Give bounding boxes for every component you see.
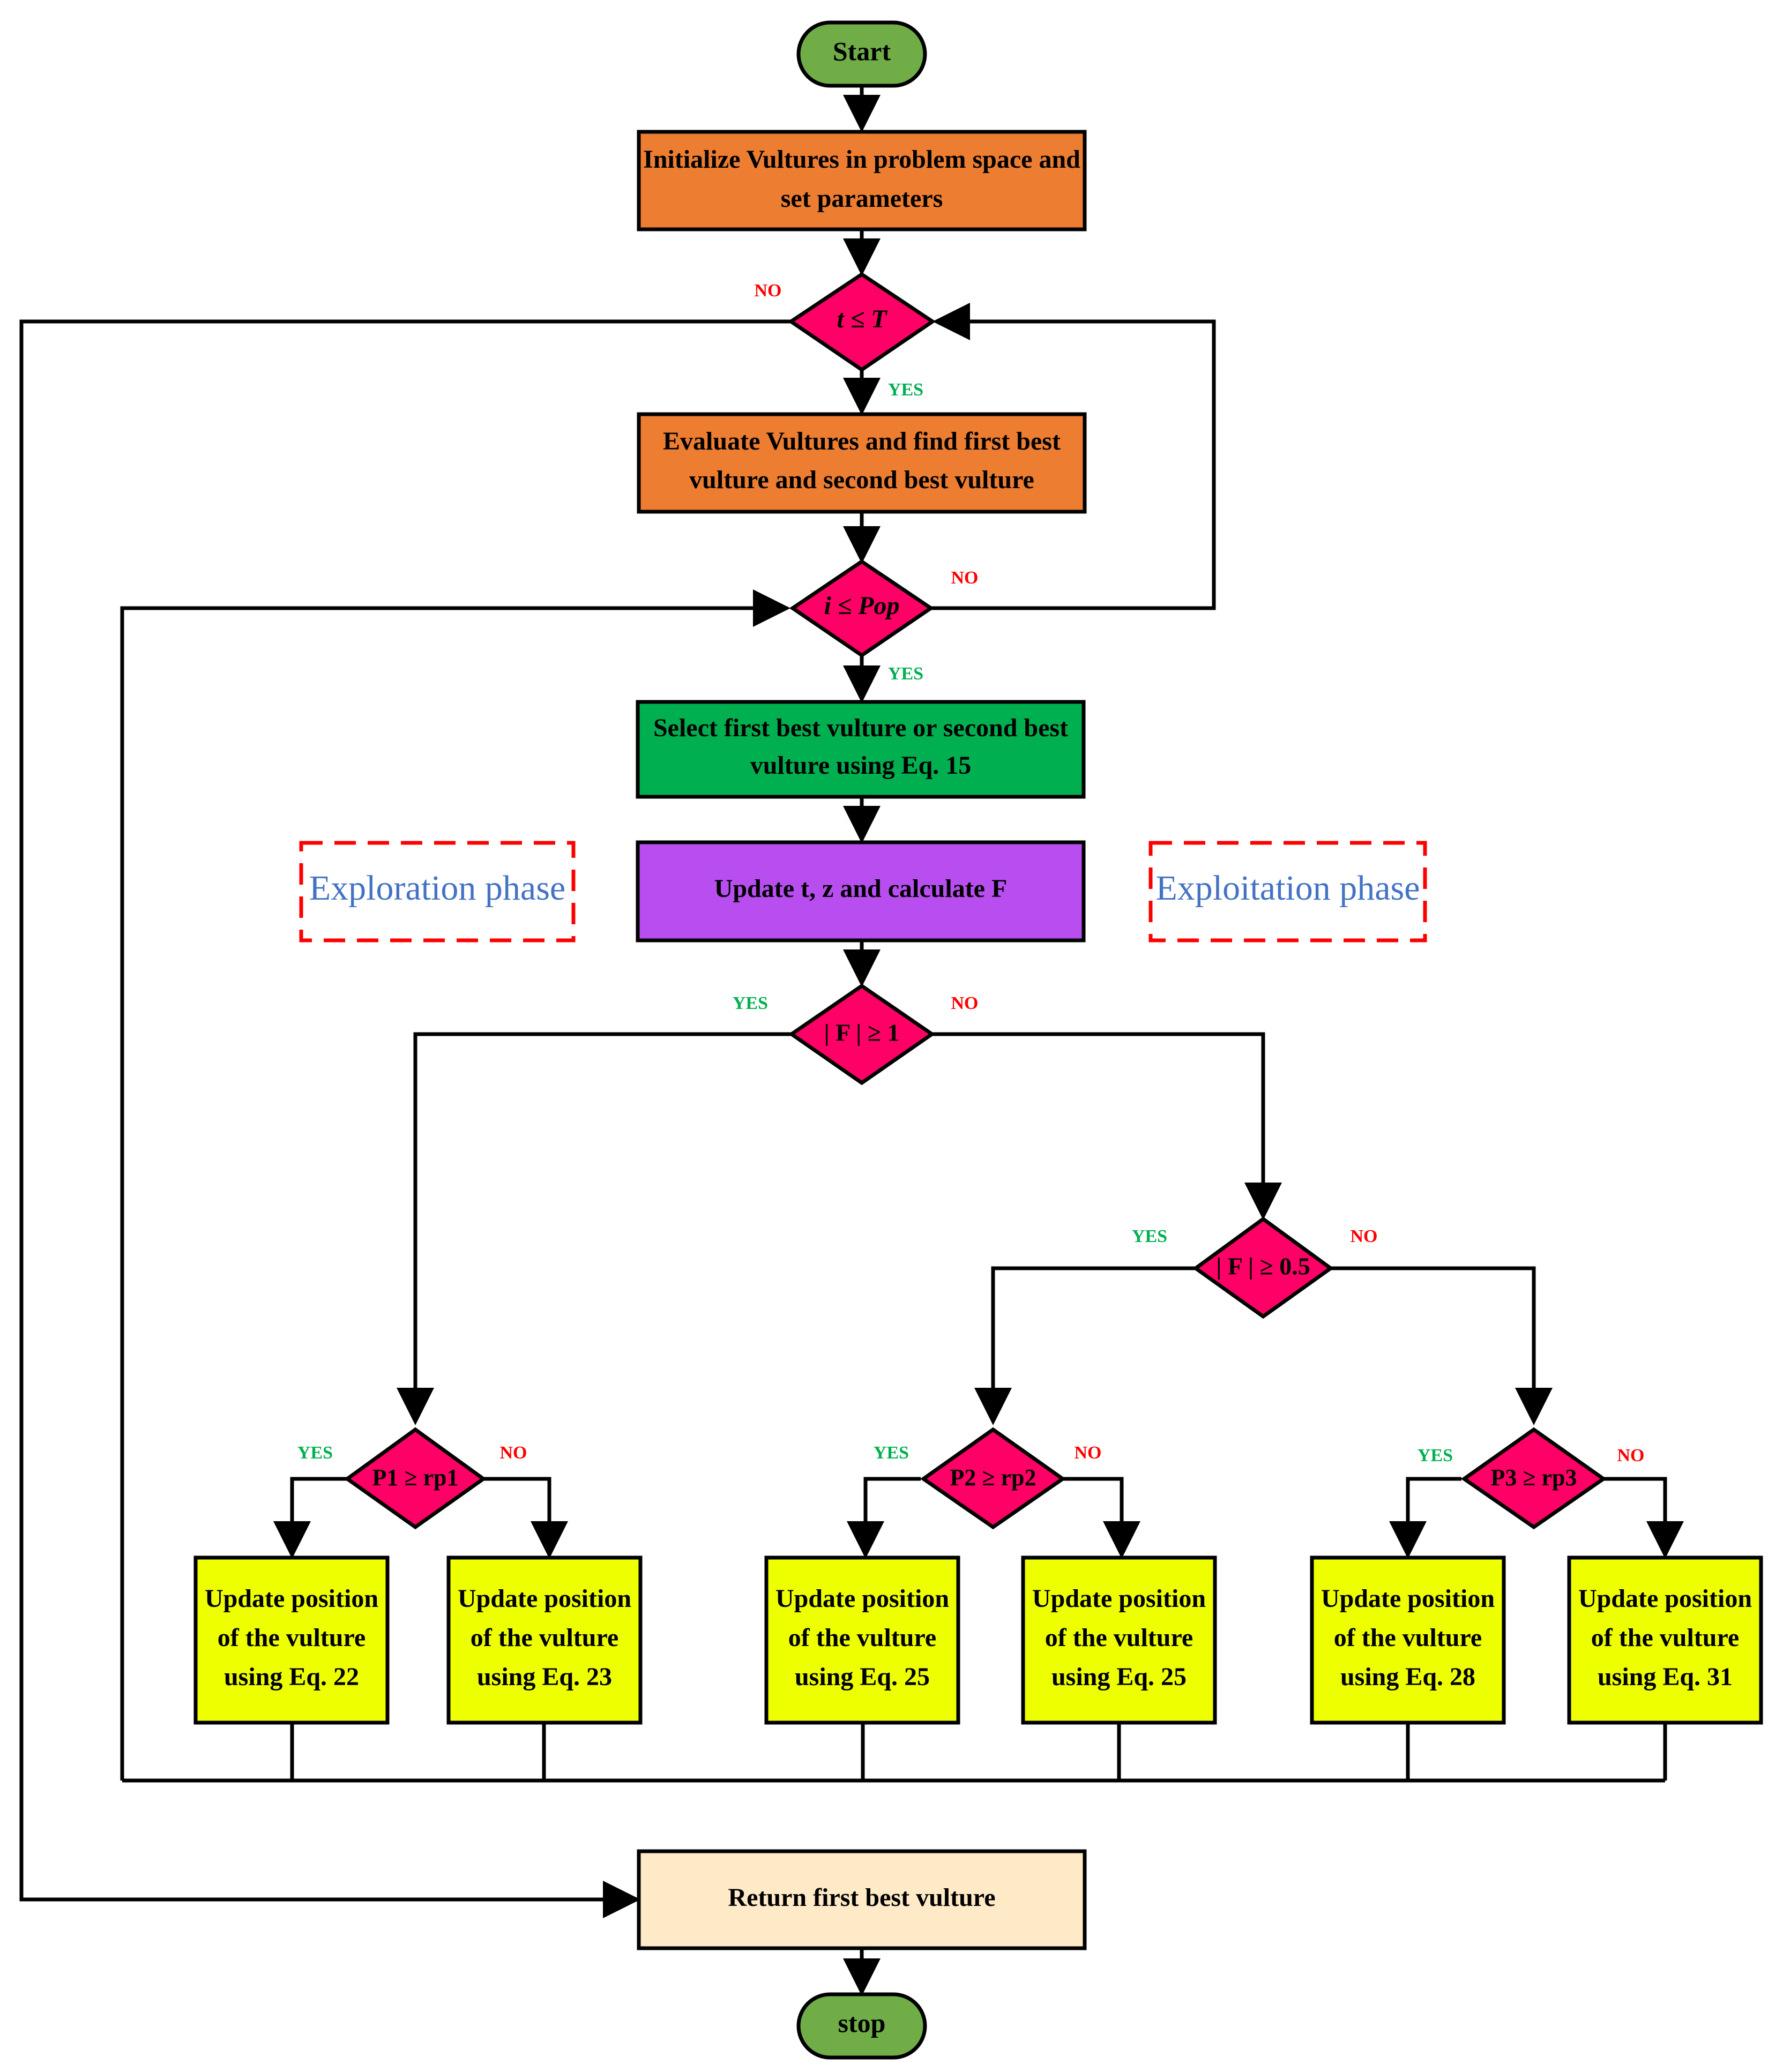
start-terminal: Start [796,20,927,88]
update-eq31-box: Update position of the vulture using Eq.… [1567,1555,1763,1725]
cond-f1-decision: | F | ≥ 1 [788,983,936,1086]
yes-label-cond-p2: YES [874,1443,909,1463]
arrow-cond-pop-no-to-cond-t [931,303,1216,610]
cond-p3-label: P3 ≥ rp3 [1490,1464,1577,1491]
cond-pop-decision: i ≤ Pop [789,559,935,658]
update-eq25b-box: Update position of the vulture using Eq.… [1021,1555,1217,1725]
exploitation-phase-box: Exploitation phase [1148,841,1427,943]
eq25a-line-3: using Eq. 25 [795,1663,930,1691]
cond-p1-label: P1 ≥ rp1 [372,1464,458,1491]
connectors [19,86,1684,1996]
arrow-p3-no-to-eq31 [1603,1477,1684,1559]
init-line-1: Initialize Vultures in problem space and [643,145,1080,174]
eq22-line-3: using Eq. 22 [224,1663,359,1691]
select-line-2: vulture using Eq. 15 [750,751,972,780]
select-box: Select first best vulture or second best… [636,700,1086,799]
cond-f05-decision: | F | ≥ 0.5 [1192,1216,1334,1319]
no-label-cond-pop: NO [951,568,979,588]
cond-p2-decision: P2 ≥ rp2 [920,1427,1066,1530]
eq22-line-1: Update position [205,1584,378,1613]
no-label-cond-p2: NO [1075,1443,1102,1463]
arrow-p1-no-to-eq23 [483,1477,568,1559]
evaluate-box: Evaluate Vultures and find first best vu… [637,412,1087,514]
select-line-1: Select first best vulture or second best [653,714,1068,742]
update-eq25a-box: Update position of the vulture using Eq.… [764,1555,960,1725]
stop-terminal: stop [796,1992,927,2060]
cond-p3-decision: P3 ≥ rp3 [1460,1427,1607,1530]
exploration-phase-box: Exploration phase [299,841,576,943]
cond-f1-label: | F | ≥ 1 [824,1019,900,1046]
yes-label-cond-p1: YES [297,1443,333,1463]
eq25b-line-3: using Eq. 25 [1051,1663,1187,1691]
no-label-cond-f1: NO [951,993,979,1013]
eq23-line-2: of the vulture [471,1624,618,1652]
eq25a-line-1: Update position [775,1584,949,1613]
cond-t-label: t ≤ T [837,305,888,333]
arrow-p2-no-to-eq25b [1063,1477,1140,1559]
evaluate-line-2: vulture and second best vulture [689,466,1034,494]
cond-pop-label: i ≤ Pop [824,592,900,620]
arrow-p2-yes-to-eq25a [847,1477,921,1559]
update-eq28-box: Update position of the vulture using Eq.… [1310,1555,1506,1725]
eq25b-line-2: of the vulture [1045,1624,1193,1652]
return-best-label: Return first best vulture [728,1883,995,1912]
yes-label-cond-p3: YES [1418,1446,1453,1465]
exploration-phase-label: Exploration phase [309,869,565,908]
arrow-p3-yes-to-eq28 [1389,1477,1461,1559]
exploitation-phase-label: Exploitation phase [1155,869,1420,908]
update-eq22-box: Update position of the vulture using Eq.… [193,1555,390,1725]
arrow-cond-t-no-to-return [19,319,793,1918]
cond-f05-label: | F | ≥ 0.5 [1216,1253,1310,1280]
yes-label-cond-pop: YES [888,664,923,684]
arrow-f05-no-to-p3 [1331,1266,1553,1425]
init-box: Initialize Vultures in problem space and… [637,130,1087,231]
return-best-box: Return first best vulture [637,1849,1087,1950]
yes-label-cond-f1: YES [733,993,768,1013]
arrow-bus-to-cond-pop [120,589,790,1781]
cond-t-decision: t ≤ T [787,272,936,372]
eq28-line-1: Update position [1321,1584,1495,1613]
yes-label-cond-t: YES [888,380,923,400]
eq22-line-2: of the vulture [218,1624,365,1652]
eq23-line-1: Update position [458,1584,631,1613]
start-label: Start [833,36,891,66]
no-label-cond-p1: NO [500,1443,527,1463]
init-line-2: set parameters [781,184,943,213]
eq28-line-3: using Eq. 28 [1340,1663,1475,1691]
eq23-line-3: using Eq. 23 [477,1663,612,1691]
yes-label-cond-f05: YES [1132,1226,1167,1246]
eq31-line-1: Update position [1578,1584,1752,1613]
eq31-line-3: using Eq. 31 [1598,1663,1733,1691]
update-tzf-box: Update t, z and calculate F [636,840,1086,943]
eq25b-line-1: Update position [1032,1584,1206,1613]
eq25a-line-2: of the vulture [788,1624,936,1652]
no-label-cond-t: NO [755,281,782,301]
evaluate-line-1: Evaluate Vultures and find first best [663,427,1061,455]
arrow-f1-no-to-f05 [932,1032,1282,1220]
eq28-line-2: of the vulture [1334,1624,1482,1652]
update-eq23-box: Update position of the vulture using Eq.… [446,1555,643,1725]
stop-label: stop [838,2008,886,2038]
no-label-cond-f05: NO [1351,1226,1378,1246]
cond-p1-decision: P1 ≥ rp1 [344,1427,487,1530]
cond-p2-label: P2 ≥ rp2 [950,1464,1036,1491]
no-label-cond-p3: NO [1617,1446,1645,1465]
arrow-f1-yes-to-p1 [397,1032,792,1425]
eq31-line-2: of the vulture [1591,1624,1739,1652]
branch-labels: NO YES NO YES YES NO YES NO YES NO YES N… [297,281,1645,1465]
arrow-f05-yes-to-p2 [974,1266,1197,1425]
arrow-p1-yes-to-eq22 [273,1477,347,1559]
update-tzf-label: Update t, z and calculate F [714,874,1008,903]
